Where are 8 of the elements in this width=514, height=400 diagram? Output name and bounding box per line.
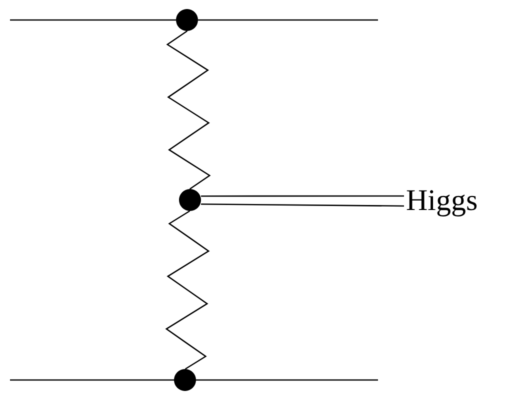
line [196, 379, 378, 381]
line [10, 19, 176, 21]
wavy-line [165, 210, 210, 370]
wavy-line [166, 30, 211, 190]
line [10, 379, 174, 381]
particle-label: Higgs [406, 186, 478, 216]
line [198, 19, 378, 21]
double-line [200, 195, 405, 207]
